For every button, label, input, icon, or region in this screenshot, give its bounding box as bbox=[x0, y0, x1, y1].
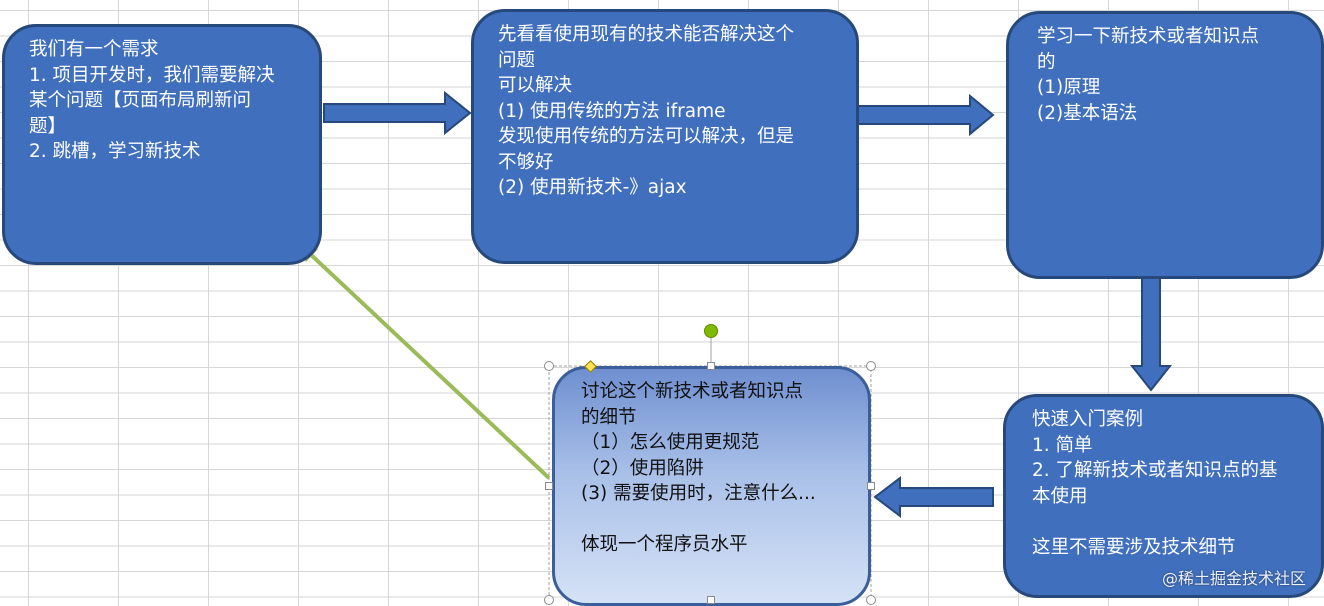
arrow-quickstart-to-discuss bbox=[873, 475, 994, 519]
learn-line-4: (2)基本语法 bbox=[1037, 102, 1138, 124]
discuss-line-2: 的细节 bbox=[581, 406, 637, 428]
existing-line-1: 先看看使用现有的技术能否解决这个 bbox=[498, 24, 795, 45]
learn-box[interactable]: 学习一下新技术或者知识点 的 (1)原理 (2)基本语法 bbox=[1006, 11, 1324, 279]
learn-line-3: (1)原理 bbox=[1037, 77, 1101, 98]
existing-tech-box[interactable]: 先看看使用现有的技术能否解决这个 问题 可以解决 (1) 使用传统的方法 ifr… bbox=[471, 9, 859, 264]
discuss-spacer bbox=[581, 507, 854, 533]
quickstart-line-6: 这里不需要涉及技术细节 bbox=[1032, 536, 1236, 558]
quickstart-line-4: 本使用 bbox=[1032, 485, 1088, 507]
quickstart-line-3: 2. 了解新技术或者知识点的基 bbox=[1032, 460, 1278, 481]
quickstart-line-1: 快速入门案例 bbox=[1032, 409, 1144, 430]
need-line-4: 题】 bbox=[29, 115, 67, 137]
discuss-line-5: (3) 需要使用时，注意什么... bbox=[581, 483, 816, 504]
return-arrow-line bbox=[306, 250, 551, 480]
existing-line-5: 发现使用传统的方法可以解决，但是 bbox=[498, 126, 795, 147]
rotation-handle[interactable] bbox=[704, 324, 718, 338]
quickstart-spacer bbox=[1032, 509, 1307, 535]
need-line-1: 我们有一个需求 bbox=[29, 39, 159, 60]
existing-line-7: (2) 使用新技术-》ajax bbox=[498, 177, 687, 198]
quickstart-box[interactable]: 快速入门案例 1. 简单 2. 了解新技术或者知识点的基 本使用 这里不需要涉及… bbox=[1003, 394, 1324, 598]
resize-handle-bottom-right[interactable] bbox=[866, 595, 876, 605]
learn-line-2: 的 bbox=[1037, 51, 1056, 73]
discuss-line-7: 体现一个程序员水平 bbox=[581, 534, 748, 555]
discuss-box[interactable]: 讨论这个新技术或者知识点 的细节 （1）怎么使用更规范 （2）使用陷阱 (3) … bbox=[552, 366, 871, 606]
need-box[interactable]: 我们有一个需求 1. 项目开发时，我们需要解决 某个问题【页面布局刷新问 题】 … bbox=[2, 24, 322, 265]
arrow-learn-to-quickstart bbox=[1129, 275, 1173, 392]
existing-line-3: 可以解决 bbox=[498, 75, 573, 96]
discuss-line-1: 讨论这个新技术或者知识点 bbox=[581, 381, 804, 402]
resize-handle-left[interactable] bbox=[545, 482, 553, 490]
arrow-existing-to-learn bbox=[849, 93, 995, 137]
existing-line-4: (1) 使用传统的方法 iframe bbox=[498, 100, 726, 122]
need-line-5: 2. 跳槽，学习新技术 bbox=[29, 141, 201, 162]
resize-handle-top-left[interactable] bbox=[544, 361, 554, 371]
need-line-3: 某个问题【页面布局刷新问 bbox=[29, 90, 252, 111]
discuss-line-4: （2）使用陷阱 bbox=[581, 457, 704, 479]
existing-line-2: 问题 bbox=[498, 49, 536, 71]
arrow-need-to-existing bbox=[323, 90, 472, 136]
existing-line-6: 不够好 bbox=[498, 151, 554, 173]
resize-handle-top[interactable] bbox=[707, 362, 715, 370]
watermark: @稀土掘金技术社区 bbox=[1161, 569, 1306, 588]
quickstart-line-2: 1. 简单 bbox=[1032, 434, 1093, 456]
resize-handle-top-right[interactable] bbox=[866, 361, 876, 371]
learn-line-1: 学习一下新技术或者知识点 bbox=[1037, 26, 1260, 47]
discuss-line-3: （1）怎么使用更规范 bbox=[581, 432, 760, 453]
resize-handle-right[interactable] bbox=[867, 482, 875, 490]
resize-handle-bottom-left[interactable] bbox=[544, 595, 554, 605]
need-line-2: 1. 项目开发时，我们需要解决 bbox=[29, 64, 275, 86]
